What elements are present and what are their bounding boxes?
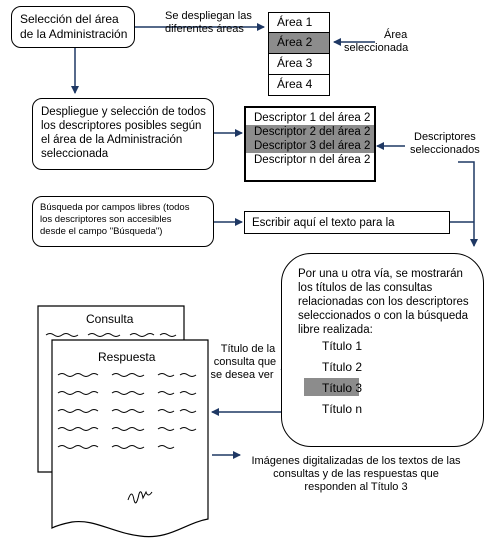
search-line2: los descriptores son accesibles [40,214,172,225]
scribble [179,373,197,377]
scribble [157,445,175,449]
scribble [111,409,145,413]
scribble [129,333,155,337]
scribble [157,391,175,395]
descriptor-item-n[interactable]: Descriptor n del área 2 [254,154,371,166]
scribble [159,333,177,337]
step1-box: Selección del área de la Administración [11,6,135,48]
images-note-line1: Imágenes digitalizadas de los textos de … [251,455,461,467]
scribble [57,445,99,449]
document-respuesta-shape [51,339,209,538]
scribble [111,391,145,395]
title-note-line2: consulta que [213,356,277,368]
area-item-4[interactable]: Área 4 [268,74,330,96]
images-note-line2: consultas y de las respuestas que [273,468,439,480]
scribble [57,391,99,395]
area-selected-note-line2: seleccionada [344,42,409,54]
results-line2: los títulos de las consultas [298,282,433,294]
title-note-line1: Título de la [220,343,276,355]
area-item-3[interactable]: Área 3 [268,53,330,75]
step1-label-line1: Selección del área [20,12,119,26]
step2-line4: seleccionada [41,148,109,160]
step2-box: Despliegue y selección de todos los desc… [32,98,214,170]
scribble [179,427,197,431]
search-line3: desde el campo "Búsqueda") [40,226,163,237]
scribble [157,409,175,413]
scribble [111,373,145,377]
signature [127,490,153,504]
images-note-line3: responden al Título 3 [304,481,408,493]
result-title-2[interactable]: Título 2 [322,360,363,374]
result-title-1[interactable]: Título 1 [322,339,363,353]
arrow-descriptors-to-results [458,161,478,247]
results-line1: Por una u otra vía, se mostrarán [298,268,463,280]
search-input[interactable]: Escribir aquí el texto para la [244,211,450,234]
document-respuesta-label: Respuesta [98,350,156,364]
document-consulta-label: Consulta [86,312,134,326]
step2-line2: los descriptores posibles según [41,120,202,132]
step2-line3: el área de la Administración [41,134,183,146]
scribble [57,409,99,413]
search-line1: Búsqueda por campos libres (todos [40,202,190,213]
descriptor-item-2-selected[interactable]: Descriptor 2 del área 2 [246,125,374,139]
scribble [87,333,121,337]
search-description-box: Búsqueda por campos libres (todos los de… [32,196,214,247]
scribble [157,427,175,431]
scribble [57,427,99,431]
area-item-2-selected[interactable]: Área 2 [268,32,330,54]
area-selected-note-line1: Área [384,29,408,41]
areas-note-line1: Se despliegan las [165,10,252,22]
descriptors-note-line2: seleccionados [410,144,480,156]
title-note-line3: se desea ver [210,369,274,381]
result-title-3-highlight [304,378,359,396]
descriptor-item-3-selected[interactable]: Descriptor 3 del área 2 [246,139,374,153]
areas-note-line2: diferentes áreas [165,23,244,35]
results-line3: relacionadas con los descriptores [298,296,469,308]
step1-label-line2: de la Administración [20,27,128,41]
scribble [179,391,197,395]
results-line4: seleccionados o con la búsqueda [298,310,469,322]
scribble [111,427,145,431]
results-box: Por una u otra vía, se mostrarán los tít… [281,253,484,447]
descriptor-item-1[interactable]: Descriptor 1 del área 2 [254,112,371,124]
descriptors-note-line1: Descriptores [414,131,476,143]
scribble [57,373,99,377]
result-title-n[interactable]: Título n [322,402,363,416]
area-item-1[interactable]: Área 1 [268,12,330,33]
scribble [45,333,79,337]
scribble [111,445,145,449]
descriptors-list: Descriptor 1 del área 2 Descriptor 2 del… [244,106,376,182]
result-title-3-selected[interactable]: Título 3 [322,381,363,395]
results-line5: libre realizada: [298,324,373,336]
scribble [179,409,197,413]
search-input-text: Escribir aquí el texto para la [252,217,395,229]
scribble [157,373,175,377]
step2-line1: Despliegue y selección de todos [41,106,206,118]
